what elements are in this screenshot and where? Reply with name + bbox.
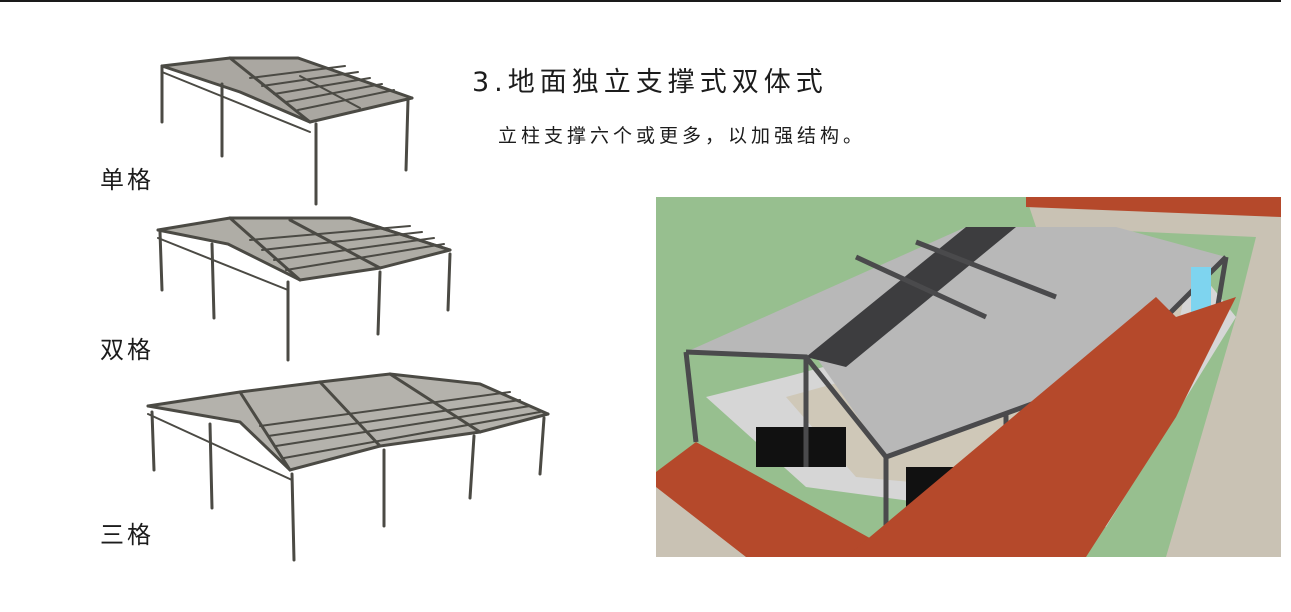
rooftop-pergola-render (656, 197, 1281, 557)
triple-bay-frame-image (146, 372, 550, 562)
top-rule (0, 0, 1281, 2)
double-bay-frame-image (156, 216, 452, 362)
page-description: 立柱支撑六个或更多，以加强结构。 (498, 125, 867, 147)
single-bay-frame-image (160, 56, 414, 206)
variant-label-double: 双格 (100, 336, 154, 364)
variant-label-triple: 三格 (100, 521, 154, 549)
page-title: 3.地面独立支撑式双体式 (472, 67, 828, 98)
variant-label-single: 单格 (100, 166, 154, 194)
